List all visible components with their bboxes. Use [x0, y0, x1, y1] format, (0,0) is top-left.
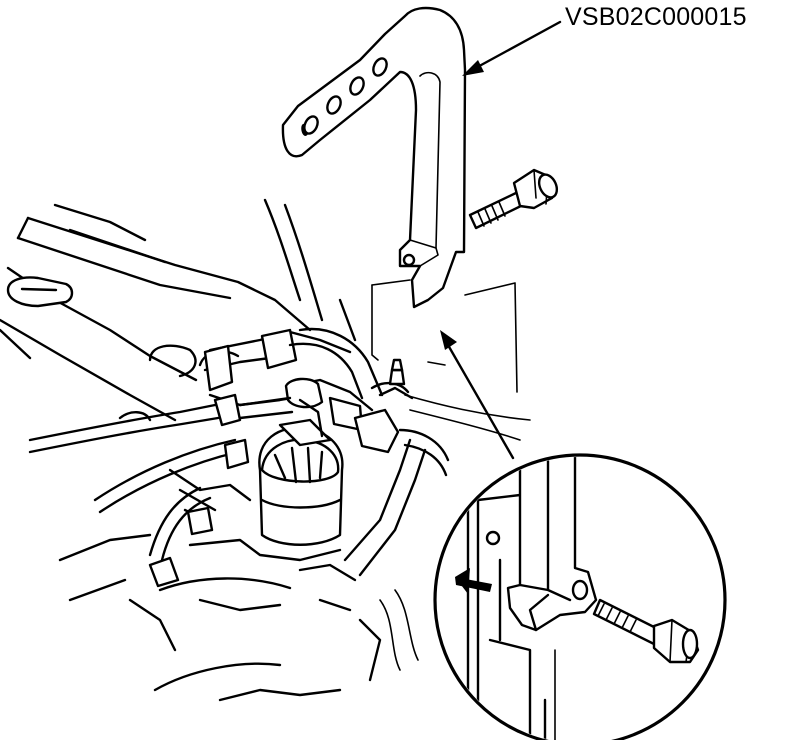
lower-block	[128, 428, 450, 702]
mounting-plate	[371, 279, 518, 393]
cylinder-head-cover	[0, 203, 312, 422]
background-lines	[58, 198, 531, 602]
special-tool	[281, 6, 467, 309]
detail-pointer-arrow	[440, 330, 515, 460]
detail-view	[433, 453, 727, 740]
part-leader-line	[462, 20, 562, 76]
part-number-label: VSB02C000015	[565, 3, 747, 31]
intake-manifold	[203, 327, 414, 454]
mounting-bolt	[468, 168, 559, 230]
hoses	[28, 393, 294, 588]
engine-assembly	[0, 198, 531, 702]
pump-canister	[258, 398, 344, 546]
